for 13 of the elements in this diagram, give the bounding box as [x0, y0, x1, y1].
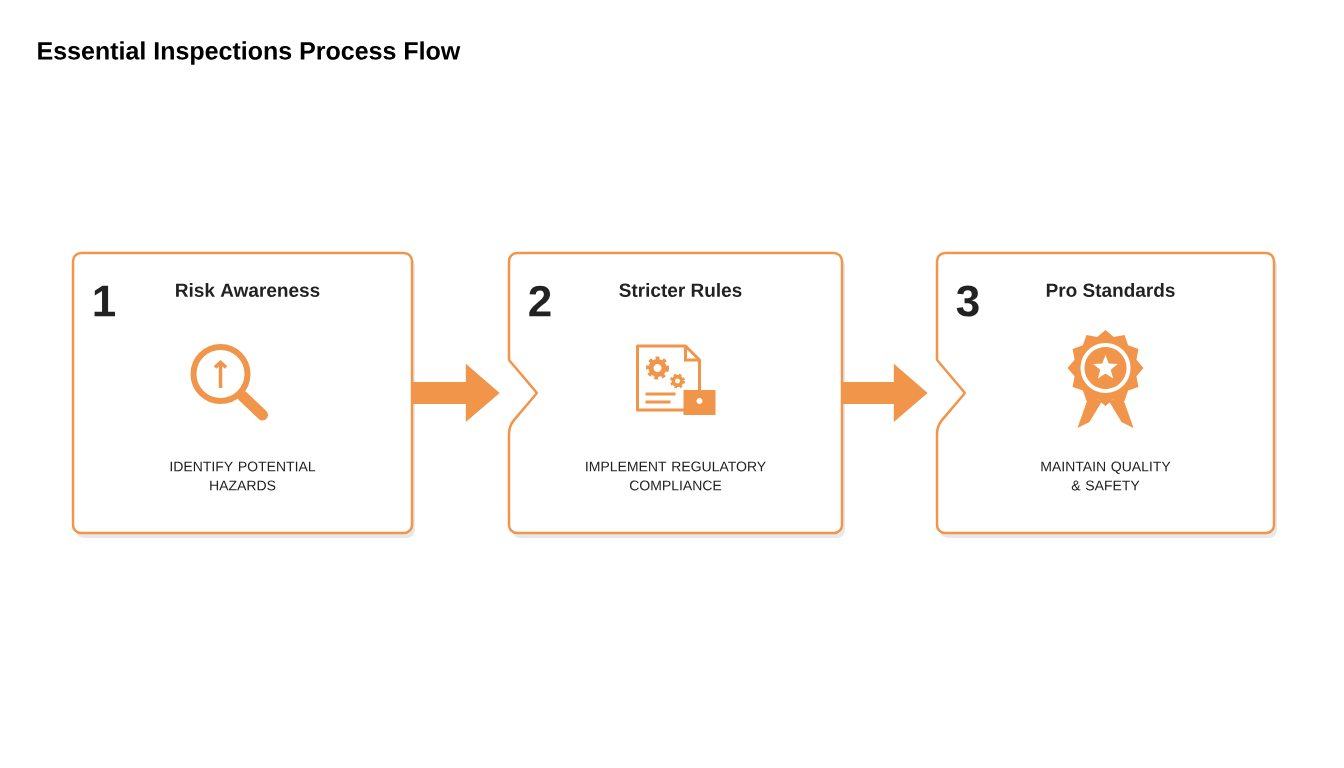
step-description: IMPLEMENT REGULATORY COMPLIANCE [586, 461, 766, 491]
title: Essential Inspections Process Flow [38, 41, 461, 65]
step-heading: Risk Awareness [176, 283, 320, 297]
step-card [935, 251, 1276, 535]
step-description: MAINTAIN QUALITY & SAFETY [1041, 461, 1171, 491]
step-number: 2 [529, 285, 551, 317]
step-card [507, 251, 844, 535]
step-heading: Stricter Rules [619, 283, 742, 297]
step-heading: Pro Standards [1046, 283, 1175, 297]
step-card [71, 251, 414, 535]
step-number: 3 [956, 285, 979, 317]
step-description: IDENTIFY POTENTIAL HAZARDS [170, 461, 316, 491]
step-number: 1 [94, 285, 115, 317]
